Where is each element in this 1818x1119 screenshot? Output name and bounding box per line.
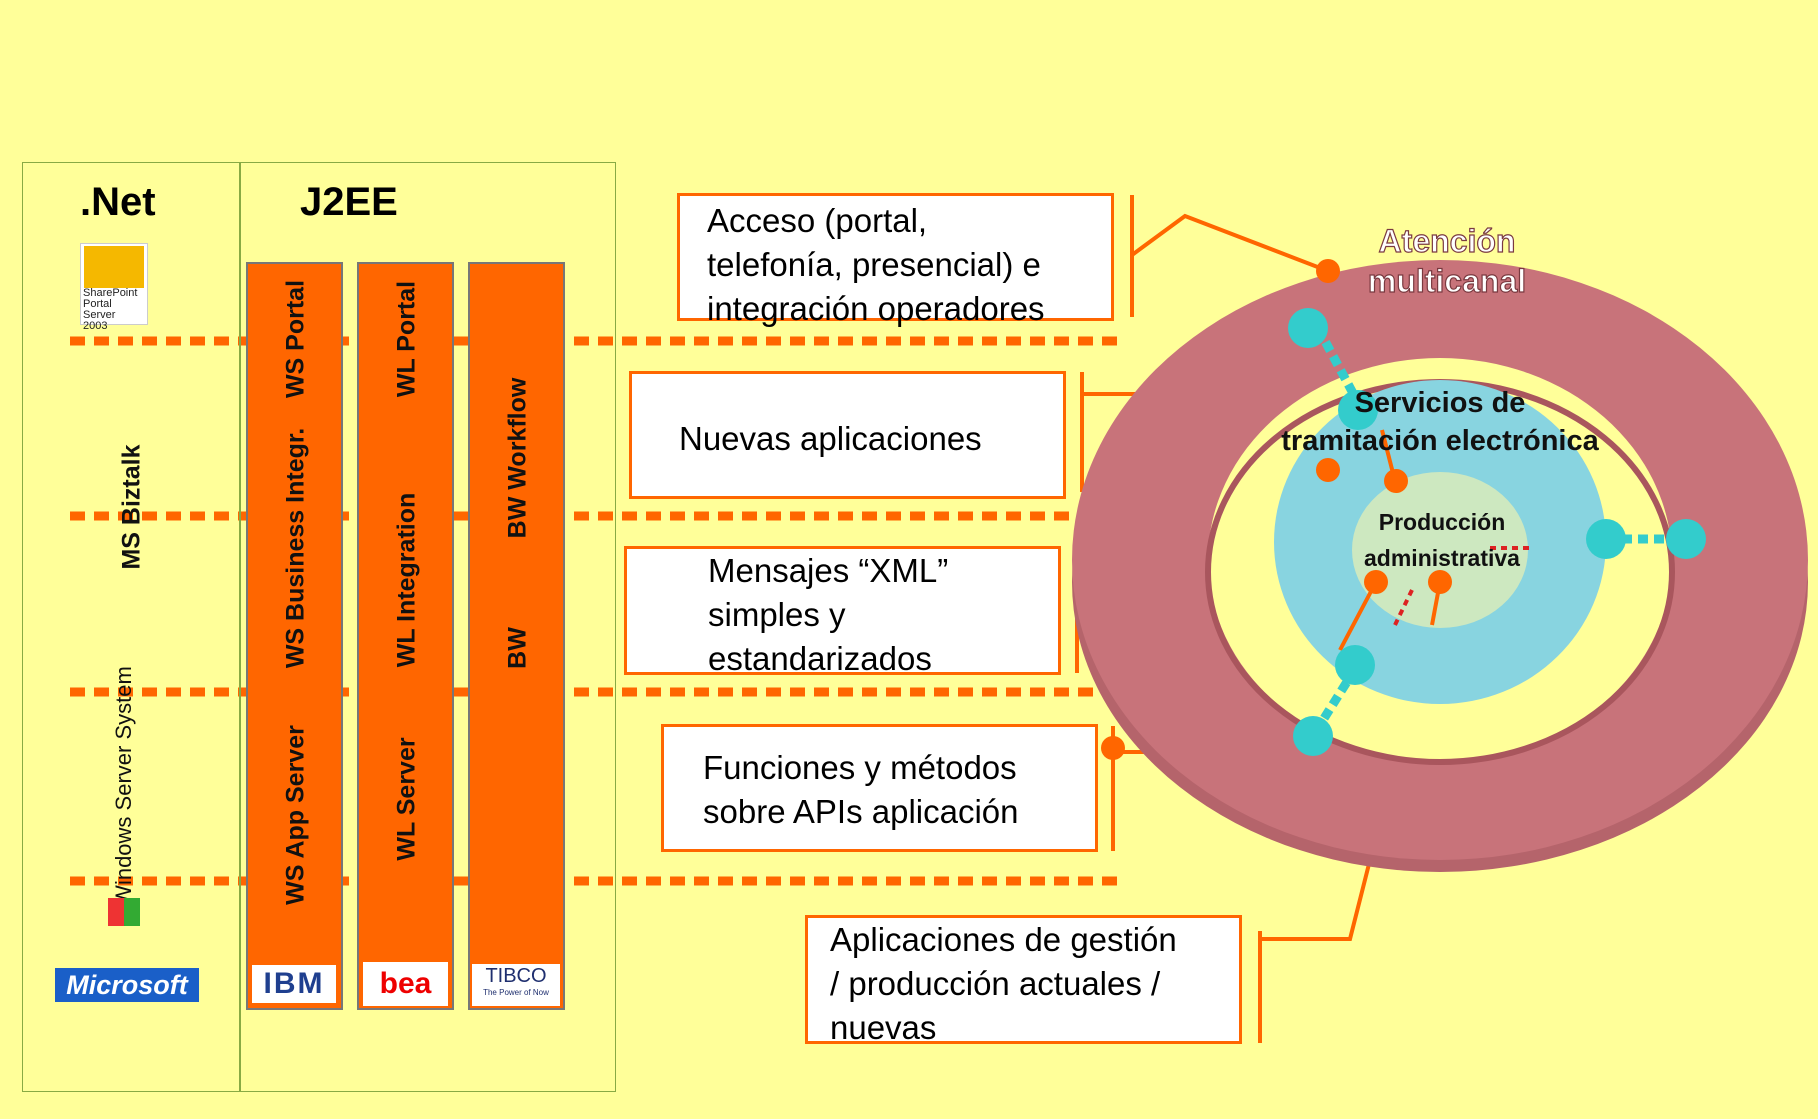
orange-connector-3 [1338, 581, 1378, 651]
node-orange-middle [1316, 458, 1340, 482]
node-orange-outer [1316, 259, 1340, 283]
bea-logo: bea [363, 962, 448, 1006]
j2ee-heading: J2EE [300, 180, 398, 224]
callout-nuevas: Nuevas aplicaciones [629, 371, 1066, 499]
inner-core-label-line-1: Producción [1379, 509, 1506, 535]
sharepoint-logo-text: SharePoint Portal Server 2003 [83, 287, 138, 332]
node-cyan-top-outer [1288, 308, 1328, 348]
node-cyan-right-inner [1586, 519, 1626, 559]
inner-core-label-line-2: administrativa [1364, 545, 1520, 571]
callout-acceso: Acceso (portal, telefonía, presencial) e… [677, 193, 1114, 327]
bea-column [357, 262, 454, 1010]
node-cyan-bottom-outer [1293, 716, 1333, 756]
outer-ring-label-line-1: Atención [1379, 223, 1516, 259]
windows-flag-icon [108, 898, 140, 926]
net-heading: .Net [80, 180, 156, 224]
connector-acceso [1130, 195, 1329, 317]
microsoft-logo: Microsoft [55, 968, 199, 1002]
middle-ring-label-line-1: Servicios de [1355, 387, 1526, 419]
bea-logo-text: bea [379, 967, 432, 1000]
inner-core [1352, 472, 1528, 628]
node-cyan-bottom-inner [1335, 645, 1375, 685]
sharepoint-logo-icon [84, 246, 144, 288]
outer-ring-label-line-2: multicanal [1368, 263, 1526, 299]
sharepoint-logo: SharePoint Portal Server 2003 [80, 243, 148, 332]
callout-aplicaciones: Aplicaciones de gestión / producción act… [805, 915, 1242, 1046]
ibm-logo: IBM [252, 965, 336, 1003]
middle-ring-label-line-2: tramitación electrónica [1281, 425, 1599, 457]
callout-mensajes: Mensajes “XML” simples y estandarizados [624, 546, 1061, 677]
node-cyan-right-outer [1666, 519, 1706, 559]
ibm-column [246, 262, 343, 1010]
node-orange-inner-3 [1364, 570, 1388, 594]
tibco-logo: TIBCO The Power of Now [472, 964, 560, 1006]
node-orange-funciones [1101, 736, 1125, 760]
tibco-logo-tagline: The Power of Now [483, 988, 549, 997]
connector-aplicaciones [1258, 859, 1372, 1043]
tibco-column [468, 262, 565, 1010]
net-panel [22, 162, 241, 1092]
callout-funciones: Funciones y métodos sobre APIs aplicació… [661, 724, 1098, 852]
node-orange-inner-2 [1428, 570, 1452, 594]
j2ee-panel [239, 162, 616, 1092]
tibco-logo-text: TIBCO [485, 965, 547, 987]
node-orange-inner-1 [1384, 469, 1408, 493]
node-cyan-top-inner [1338, 390, 1378, 430]
